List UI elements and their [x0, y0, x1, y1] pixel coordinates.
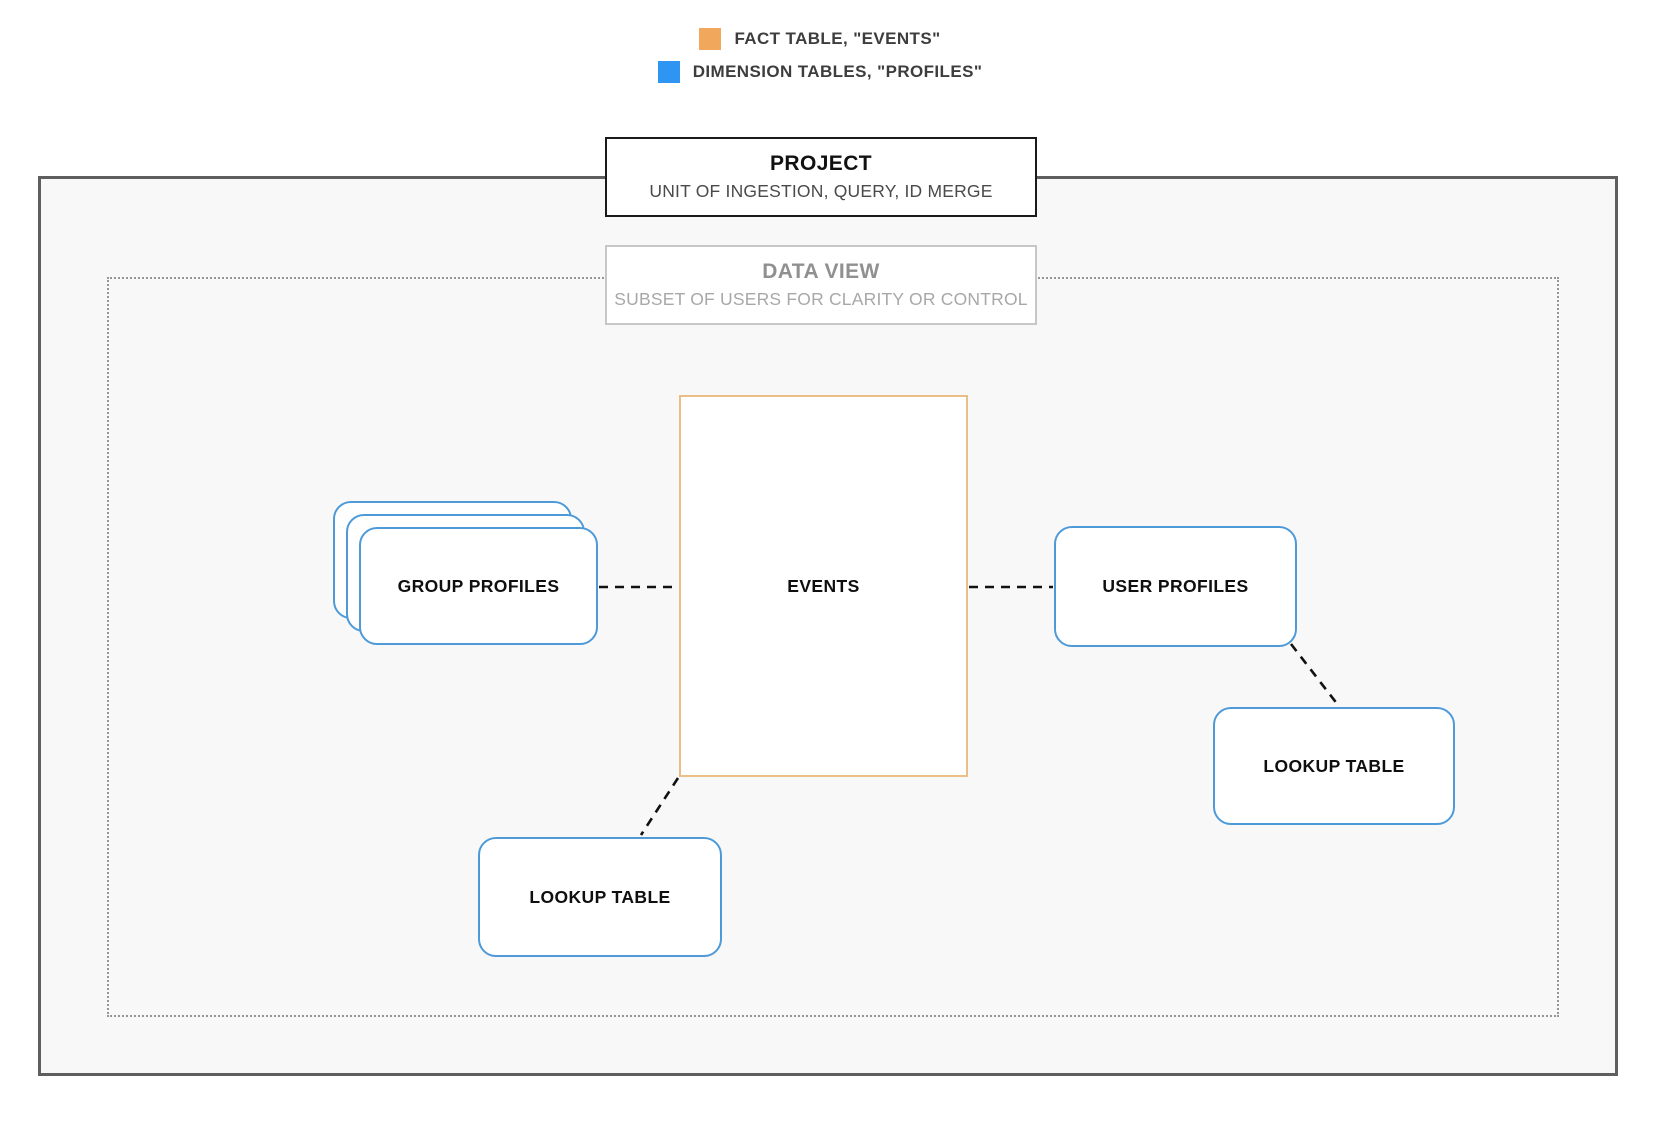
legend-label-fact-table: FACT TABLE, "EVENTS"	[734, 29, 941, 48]
node-events: EVENTS	[679, 395, 968, 777]
events-label: EVENTS	[787, 575, 860, 596]
lookup-table-right-label: LOOKUP TABLE	[1263, 755, 1405, 776]
dimension-tables-color-swatch	[657, 61, 680, 83]
legend-label-dimension-tables: DIMENSION TABLES, "PROFILES"	[692, 62, 983, 81]
data-view-title: DATA VIEW	[762, 260, 880, 283]
node-user-profiles: USER PROFILES	[1054, 526, 1297, 647]
group-profiles-label: GROUP PROFILES	[397, 575, 560, 596]
user-profiles-label: USER PROFILES	[1102, 576, 1249, 596]
project-title: PROJECT	[770, 152, 872, 175]
legend: FACT TABLE, "EVENTS" DIMENSION TABLES, "…	[590, 28, 1050, 83]
legend-item-fact-table: FACT TABLE, "EVENTS"	[699, 28, 940, 50]
lookup-table-bottom-label: LOOKUP TABLE	[529, 886, 671, 907]
data-view-subtitle: SUBSET OF USERS FOR CLARITY OR CONTROL	[614, 289, 1028, 309]
project-header-box: PROJECT UNIT OF INGESTION, QUERY, ID MER…	[605, 137, 1037, 217]
project-subtitle: UNIT OF INGESTION, QUERY, ID MERGE	[649, 181, 993, 201]
fact-table-color-swatch	[699, 28, 722, 50]
node-group-profiles: GROUP PROFILES	[359, 527, 598, 645]
legend-item-dimension-tables: DIMENSION TABLES, "PROFILES"	[657, 61, 983, 83]
data-view-header-box: DATA VIEW SUBSET OF USERS FOR CLARITY OR…	[605, 245, 1037, 325]
node-lookup-table-right: LOOKUP TABLE	[1213, 707, 1455, 825]
node-lookup-table-bottom: LOOKUP TABLE	[478, 837, 722, 957]
